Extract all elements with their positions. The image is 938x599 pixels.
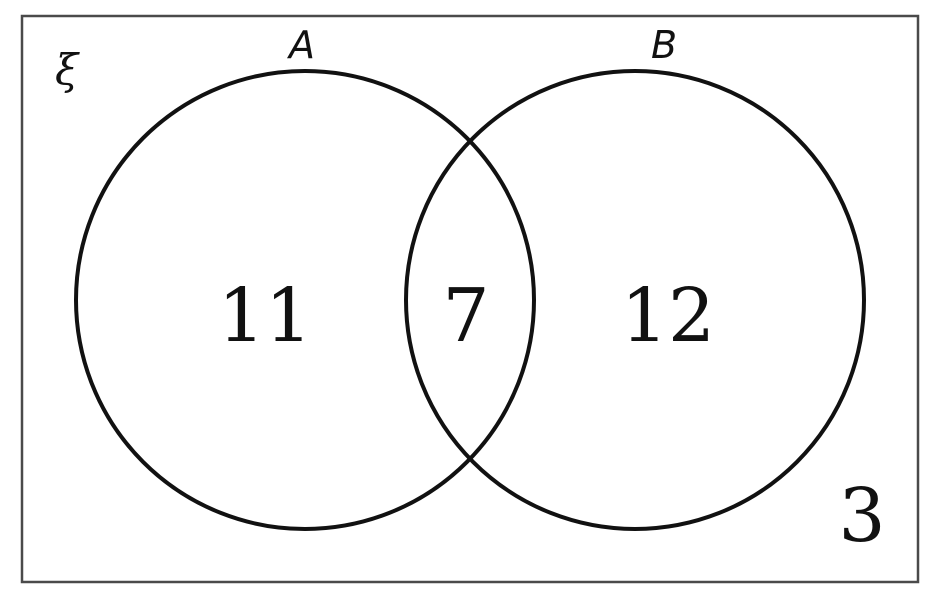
set-a-label: A — [286, 23, 315, 67]
region-b-only-value: 12 — [621, 273, 715, 359]
universal-set-symbol: ξ — [55, 45, 80, 94]
set-b-label: B — [651, 23, 677, 67]
set-a-circle — [74, 69, 536, 531]
region-a-only-value: 11 — [218, 273, 312, 359]
region-intersection-value: 7 — [442, 273, 489, 359]
region-outside-value: 3 — [838, 473, 885, 559]
set-b-circle — [404, 69, 866, 531]
universal-set-frame — [20, 14, 920, 584]
